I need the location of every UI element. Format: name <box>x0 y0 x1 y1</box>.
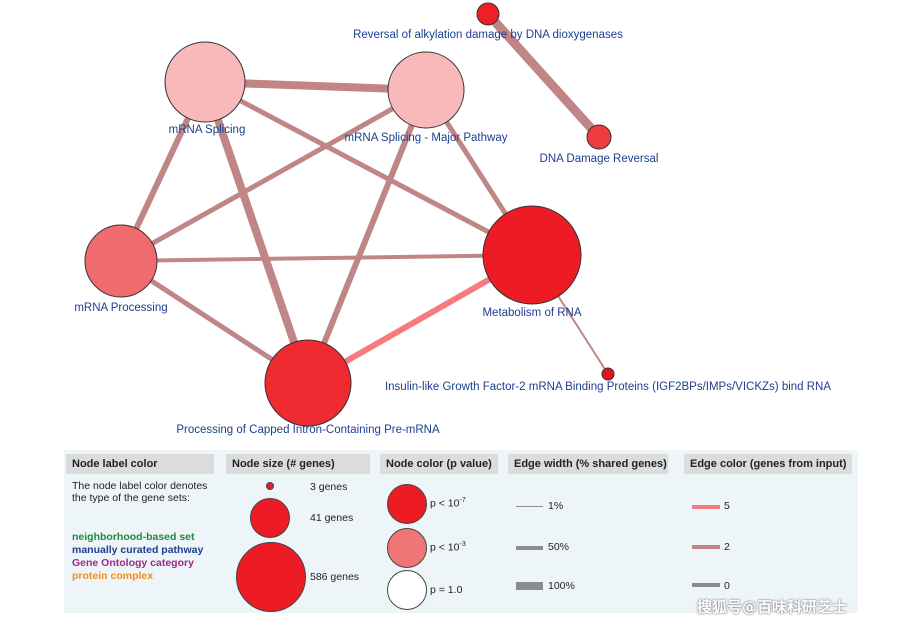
legend-category-gene-ontology: Gene Ontology category <box>72 557 194 569</box>
node-label-splicing: mRNA Splicing <box>169 124 246 136</box>
legend-color-none-circle <box>387 570 427 610</box>
node-label-major: mRNA Splicing - Major Pathway <box>345 132 508 144</box>
legend-edge-color-2-line <box>692 545 720 549</box>
legend-width-50-line <box>516 546 543 550</box>
node-label-metab: Metabolism of RNA <box>482 307 581 319</box>
legend-edge-color-0-line <box>692 583 720 587</box>
legend-width-1-line <box>516 506 543 507</box>
legend-width-1-label: 1% <box>548 500 564 512</box>
edge-splicing-metab <box>203 79 534 258</box>
node-label-igf: Insulin-like Growth Factor-2 mRNA Bindin… <box>385 381 831 393</box>
node-processing[interactable] <box>84 224 158 298</box>
legend-size-large-circle <box>236 542 306 612</box>
legend-color-mid-circle <box>387 528 427 568</box>
network-diagram: mRNA Splicing mRNA Splicing - Major Pathw… <box>74 2 831 436</box>
legend-edge-color-0-label: 0 <box>724 580 730 592</box>
legend-size-41-label: 41 genes <box>310 512 354 524</box>
edge-major-processing <box>119 87 428 264</box>
legend-category-curated-pathway: manually curated pathway <box>72 544 204 556</box>
legend-size-medium-circle <box>250 498 290 538</box>
watermark: 搜狐号@百味科研芝士 <box>697 598 848 616</box>
edge-alkyl-dnadmg <box>484 10 603 141</box>
legend-node-color-heading: Node color (p value) <box>380 454 498 474</box>
node-alkyl[interactable] <box>476 2 500 26</box>
legend-size-small-circle <box>266 482 274 490</box>
node-igf[interactable] <box>601 367 615 381</box>
legend-category-protein-complex: protein complex <box>72 570 154 582</box>
node-splicing[interactable] <box>164 41 246 123</box>
legend-size-586-label: 586 genes <box>310 571 360 583</box>
node-label-capped: Processing of Capped Intron-Containing P… <box>176 424 440 436</box>
legend-label-color-description: The node label color denotes the type of… <box>72 480 208 504</box>
legend-panel <box>64 450 858 613</box>
node-label-dnadmg: DNA Damage Reversal <box>540 153 659 165</box>
legend-edge-color-heading: Edge color (genes from input) <box>684 454 852 474</box>
legend-edge-color-2-label: 2 <box>724 541 730 553</box>
legend-width-100-label: 100% <box>548 580 575 592</box>
legend-label-color-heading: Node label color <box>66 454 214 474</box>
node-major[interactable] <box>387 51 465 129</box>
node-capped[interactable] <box>264 339 352 427</box>
legend-size-3-label: 3 genes <box>310 481 348 493</box>
legend-category-neighborhood: neighborhood-based set <box>72 531 195 543</box>
legend-width-50-label: 50% <box>548 541 570 553</box>
legend-color-none-label: p = 1.0 <box>430 584 463 596</box>
node-metab[interactable] <box>482 205 582 305</box>
legend-node-size-heading: Node size (# genes) <box>226 454 370 474</box>
legend-width-100-line <box>516 582 543 590</box>
node-label-alkyl: Reversal of alkylation damage by DNA dio… <box>353 29 623 41</box>
legend-edge-width-heading: Edge width (% shared genes) <box>508 454 668 474</box>
edge-splicing-capped <box>201 80 312 385</box>
legend-edge-color-5-line <box>692 505 720 509</box>
legend-edge-color-5-label: 5 <box>724 500 730 512</box>
edge-major-capped <box>305 88 429 385</box>
edge-processing-metab <box>120 253 533 263</box>
legend-color-mid-label: p < 10-3 <box>430 541 466 554</box>
legend-color-high-circle <box>387 484 427 524</box>
node-label-processing: mRNA Processing <box>74 302 167 314</box>
legend-color-high-label: p < 10-7 <box>430 497 466 510</box>
node-dnadmg[interactable] <box>586 124 612 150</box>
